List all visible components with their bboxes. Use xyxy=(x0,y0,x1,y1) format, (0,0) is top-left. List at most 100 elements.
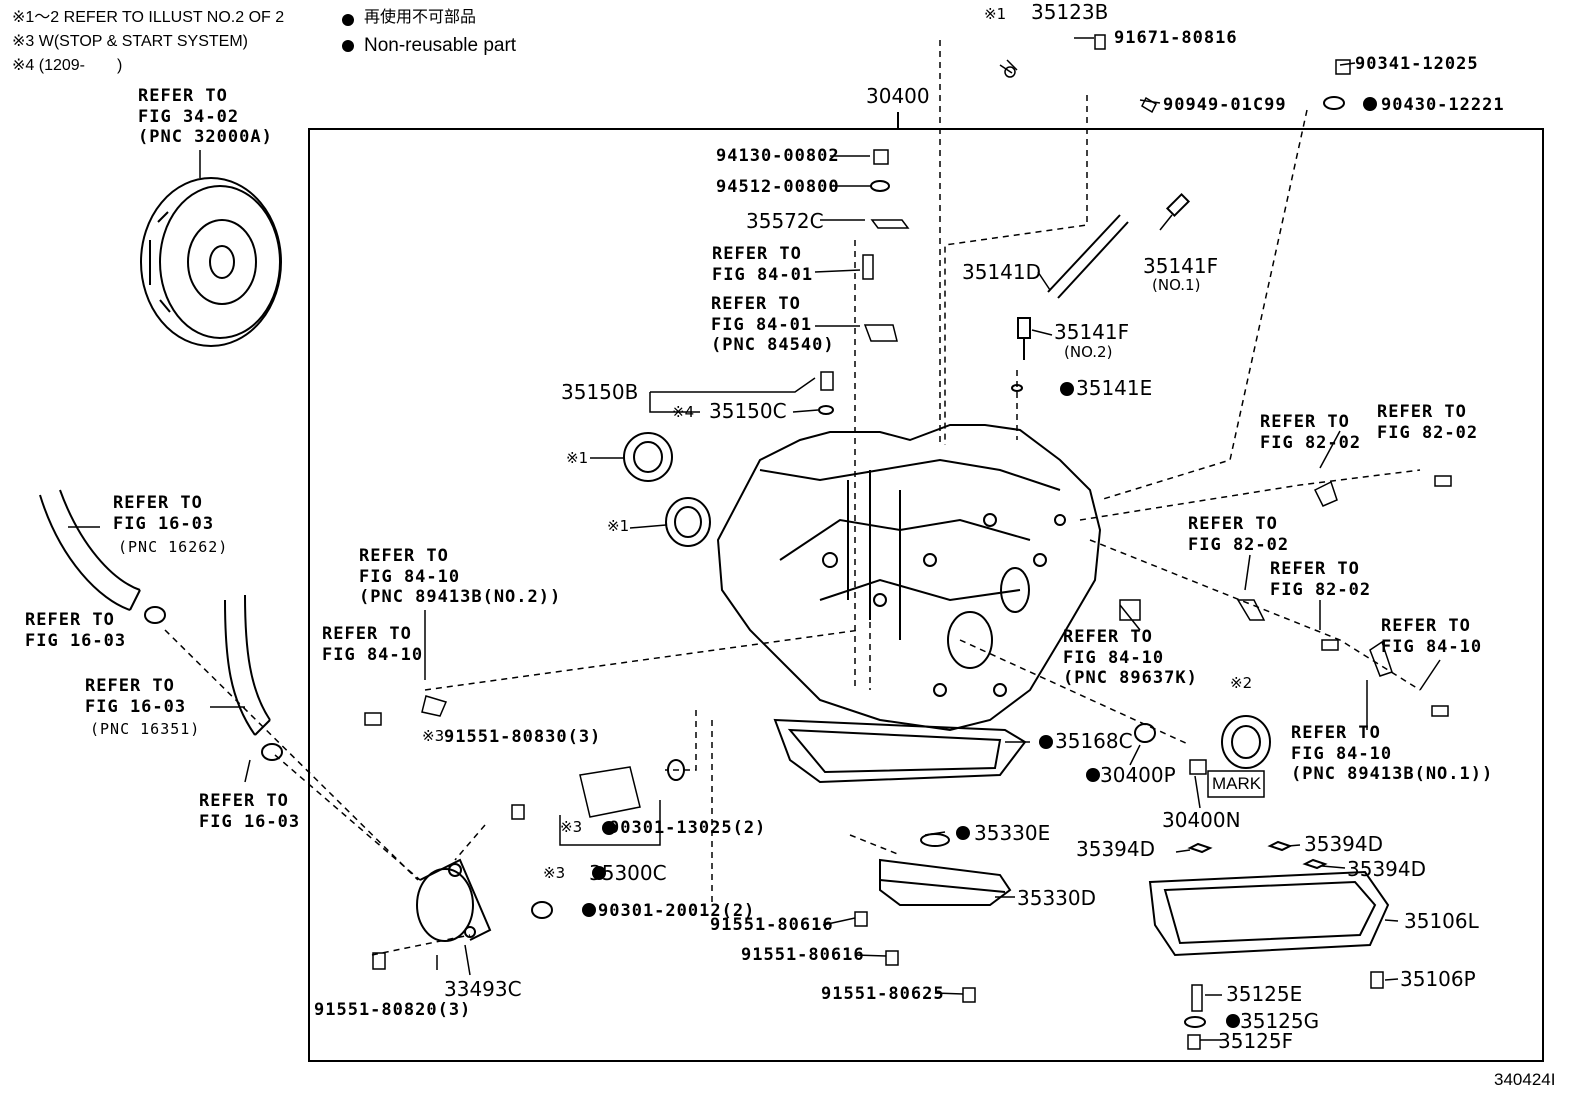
part-35123B[interactable]: 35123B xyxy=(1031,0,1109,24)
mark-k3-pump: ※3 xyxy=(543,864,566,882)
part-35300C[interactable]: 35300C xyxy=(589,861,667,885)
part-35394D-b[interactable]: 35394D xyxy=(1304,832,1384,856)
ref-hose-upper[interactable]: REFER TO FIG 16-03 xyxy=(113,493,215,534)
mark-k1-bearing: ※1 xyxy=(566,449,589,467)
washer-90430 xyxy=(1323,96,1345,110)
part-35141F-no2[interactable]: 35141F xyxy=(1054,320,1130,344)
mark-k1-top: ※1 xyxy=(984,5,1007,23)
part-35330E[interactable]: 35330E xyxy=(974,821,1051,845)
transaxle-case xyxy=(716,424,1102,732)
legend-note-1: ※1～2 REFER TO ILLUST NO.2 OF 2 xyxy=(12,9,285,26)
bearing-1 xyxy=(623,432,673,482)
ref-hose-upper-pnc: (PNC 16262) xyxy=(118,538,229,556)
assembly-frame xyxy=(308,128,1544,1062)
ring-35125G xyxy=(1184,1016,1206,1028)
part-30400P[interactable]: 30400P xyxy=(1100,763,1176,787)
mark-k4: ※4 xyxy=(672,403,695,421)
part-33493C[interactable]: 33493C xyxy=(444,977,522,1001)
figure-id: 340424I xyxy=(1494,1070,1556,1089)
part-35168C[interactable]: 35168C xyxy=(1055,729,1133,753)
ref-sensor-mid[interactable]: REFER TO FIG 84-10 (PNC 89637K) xyxy=(1063,627,1198,689)
washer-94512 xyxy=(870,180,890,192)
part-35150C[interactable]: 35150C xyxy=(709,399,787,423)
part-30400N[interactable]: 30400N xyxy=(1162,808,1241,832)
ref-hose-lower[interactable]: REFER TO FIG 16-03 xyxy=(85,676,187,717)
part-35330D[interactable]: 35330D xyxy=(1017,886,1097,910)
ref-bracket-r1[interactable]: REFER TO FIG 82-02 xyxy=(1260,412,1362,453)
oil-pan-35106L xyxy=(1148,870,1390,957)
ref-bolt-r2[interactable]: REFER TO FIG 82-02 xyxy=(1270,559,1372,600)
legend-nonreusable-en: Non-reusable part xyxy=(364,35,517,56)
part-35150B[interactable]: 35150B xyxy=(561,380,639,404)
ref-clamp-left[interactable]: REFER TO FIG 16-03 xyxy=(25,610,127,651)
mark-box xyxy=(1207,770,1265,798)
hose-lower xyxy=(224,594,284,761)
ref-clamp-lower[interactable]: REFER TO FIG 16-03 xyxy=(199,791,301,832)
mark-k1-seal: ※1 xyxy=(607,517,630,535)
nonreusable-dots xyxy=(582,97,1377,1028)
part-90301-13025[interactable]: 90301-13025(2) xyxy=(609,818,767,838)
part-94130-00802[interactable]: 94130-00802 xyxy=(716,146,840,166)
seal-1 xyxy=(665,497,711,547)
part-91551-80616-a[interactable]: 91551-80616 xyxy=(710,915,834,935)
pipe-35141F-no2 xyxy=(1017,317,1031,360)
ref-torque-converter[interactable]: REFER TO FIG 34-02 (PNC 32000A) xyxy=(138,86,273,148)
ref-bolt-r1[interactable]: REFER TO FIG 82-02 xyxy=(1377,402,1479,443)
gasket-35168C xyxy=(1134,723,1156,743)
part-90430-12221[interactable]: 90430-12221 xyxy=(1381,95,1505,115)
legend-dot-jp xyxy=(342,14,354,26)
part-35106P[interactable]: 35106P xyxy=(1400,967,1476,991)
bearing-2 xyxy=(1221,715,1271,769)
o-ring-90301-13025 xyxy=(667,759,685,781)
part-35125F[interactable]: 35125F xyxy=(1218,1029,1294,1053)
bolt-glyphs xyxy=(364,34,1452,1050)
hose-upper xyxy=(39,489,167,624)
part-35125E[interactable]: 35125E xyxy=(1226,982,1303,1006)
ref-sensor-no1[interactable]: REFER TO FIG 84-10 (PNC 89413B(NO.1)) xyxy=(1291,723,1494,785)
part-35141F-no1[interactable]: 35141F xyxy=(1143,254,1219,278)
part-35141D[interactable]: 35141D xyxy=(962,260,1042,284)
part-35141F-no1-qualifier: (NO.1) xyxy=(1152,276,1201,294)
part-91551-80625[interactable]: 91551-80625 xyxy=(821,984,945,1004)
part-91551-80820[interactable]: 91551-80820(3) xyxy=(314,1000,472,1020)
ref-bolt-top[interactable]: REFER TO FIG 84-01 xyxy=(712,244,814,285)
part-90341-12025[interactable]: 90341-12025 xyxy=(1355,54,1479,74)
legend-nonreusable-jp: 再使用不可部品 xyxy=(364,9,477,26)
o-ring-35150C xyxy=(818,405,834,415)
part-35106L[interactable]: 35106L xyxy=(1404,909,1479,933)
part-90301-20012[interactable]: 90301-20012(2) xyxy=(598,901,756,921)
mark-label: MARK xyxy=(1212,774,1262,793)
ref-hose-lower-pnc: (PNC 16351) xyxy=(90,720,201,738)
part-35394D-a[interactable]: 35394D xyxy=(1076,837,1156,861)
part-90949-01C99[interactable]: 90949-01C99 xyxy=(1163,95,1287,115)
part-30400[interactable]: 30400 xyxy=(866,84,930,108)
legend-dot-en xyxy=(342,40,354,52)
legend-note-2: ※3 W(STOP & START SYSTEM) xyxy=(12,33,248,50)
leader-lines xyxy=(68,37,1441,1041)
part-35572C[interactable]: 35572C xyxy=(746,209,824,233)
part-91671-80816[interactable]: 91671-80816 xyxy=(1114,28,1238,48)
o-ring-90301-20012 xyxy=(531,901,553,919)
vacuum-pump xyxy=(416,858,492,942)
ref-bolt-left[interactable]: REFER TO FIG 84-10 xyxy=(322,624,424,665)
mark-k3-oring: ※3 xyxy=(560,818,583,836)
shaft-35141D xyxy=(1047,192,1191,299)
part-94512-00800[interactable]: 94512-00800 xyxy=(716,177,840,197)
part-35394D-c[interactable]: 35394D xyxy=(1347,857,1427,881)
legend-note-3: ※4 (1209- ) xyxy=(12,57,123,74)
case-oil-pan xyxy=(773,718,1027,784)
ref-switch-top[interactable]: REFER TO FIG 84-01 (PNC 84540) xyxy=(711,294,835,356)
mark-k2: ※2 xyxy=(1230,674,1253,692)
ref-bolt-r3[interactable]: REFER TO FIG 84-10 xyxy=(1381,616,1483,657)
part-91551-80616-b[interactable]: 91551-80616 xyxy=(741,945,865,965)
part-35141E[interactable]: 35141E xyxy=(1076,376,1153,400)
mark-k3-bolt: ※3 xyxy=(422,727,445,745)
ref-sensor-no2[interactable]: REFER TO FIG 84-10 (PNC 89413B(NO.2)) xyxy=(359,546,562,608)
part-35125G[interactable]: 35125G xyxy=(1240,1009,1320,1033)
part-91551-80830[interactable]: 91551-80830(3) xyxy=(444,727,602,747)
o-ring-35141E xyxy=(1011,384,1023,392)
ref-bracket-r2[interactable]: REFER TO FIG 82-02 xyxy=(1188,514,1290,555)
part-35141F-no2-qualifier: (NO.2) xyxy=(1064,343,1113,361)
